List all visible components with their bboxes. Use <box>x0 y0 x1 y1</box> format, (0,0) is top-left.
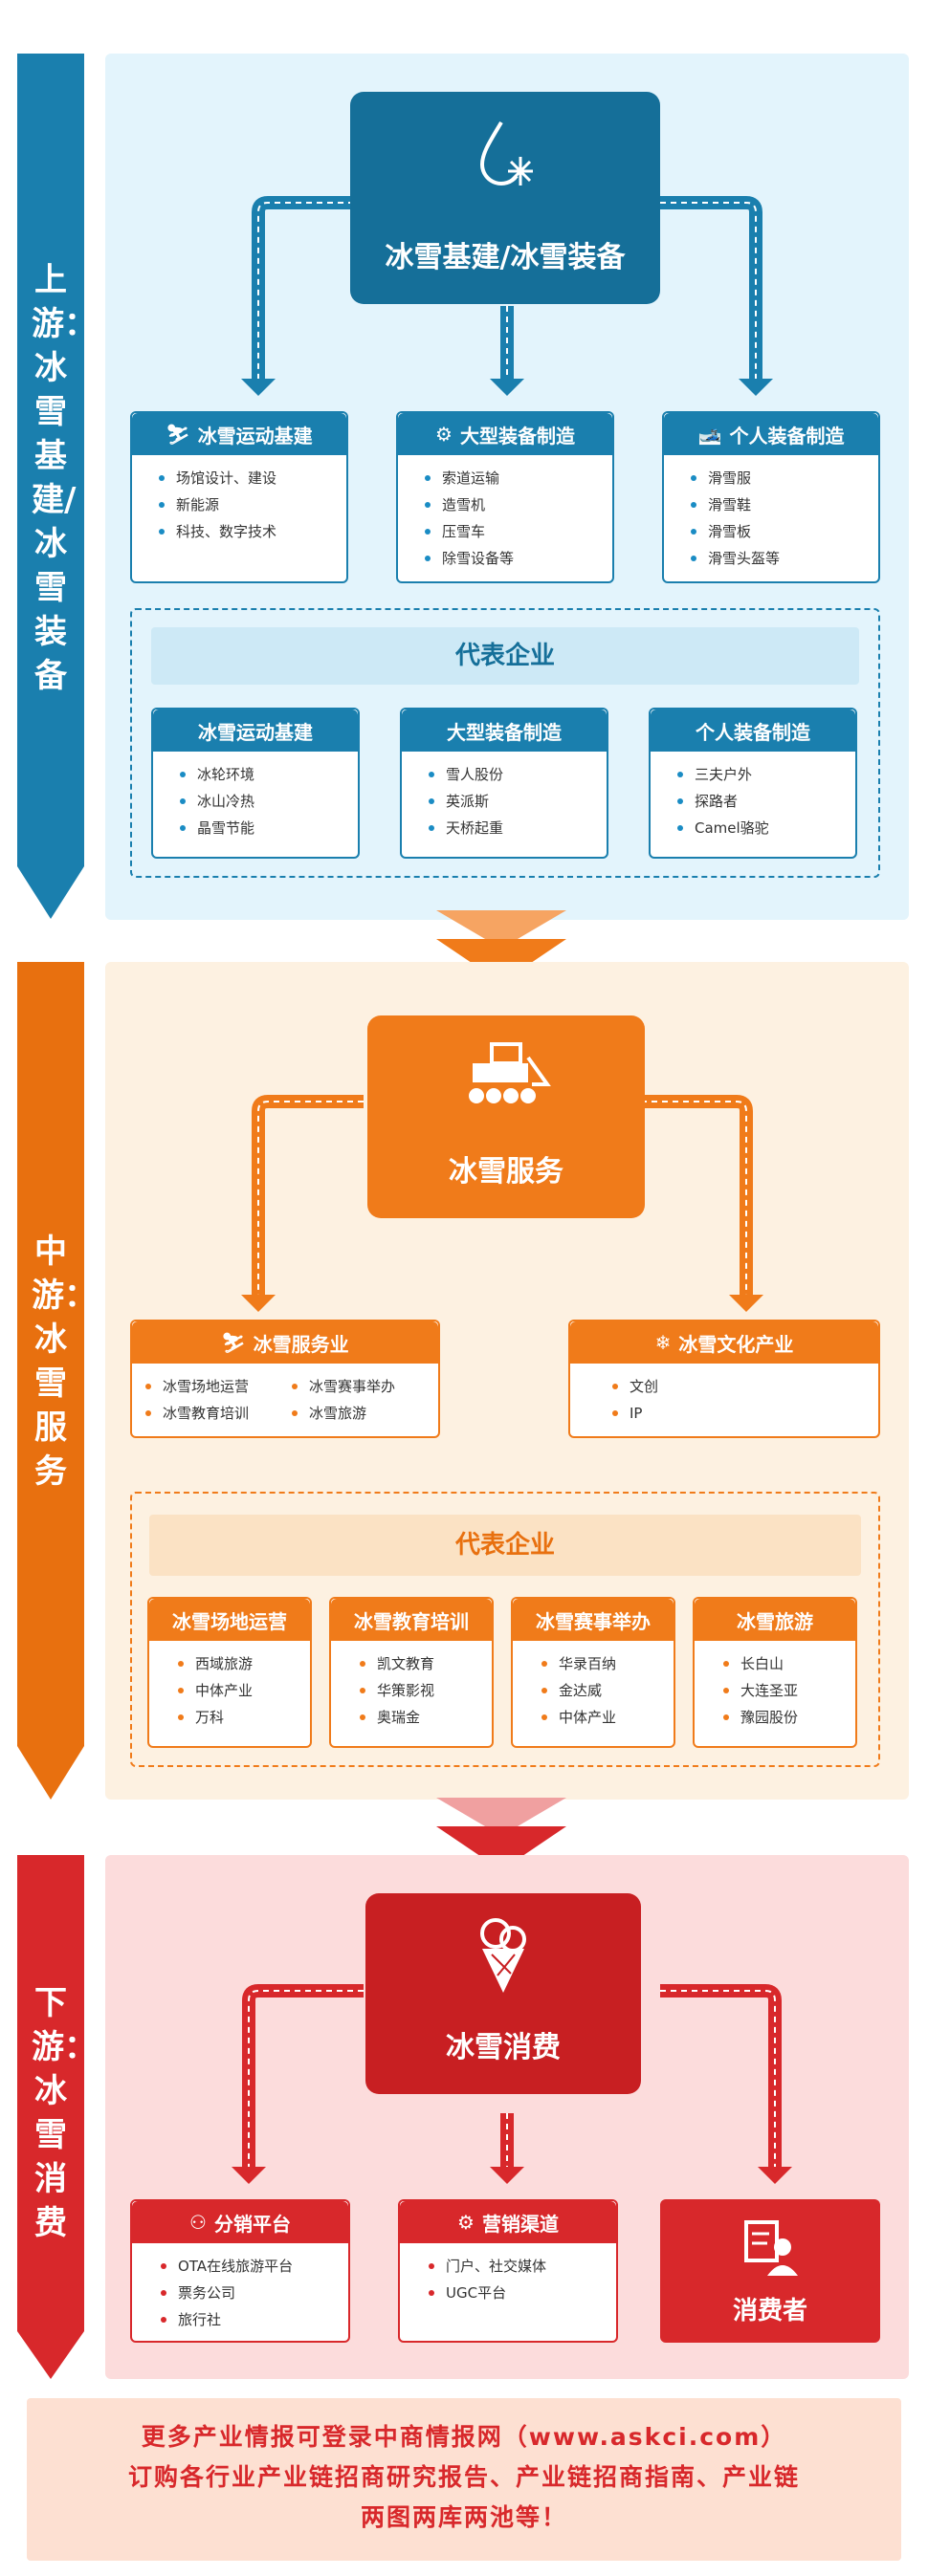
midstream-card-service: ⛷冰雪服务业 冰雪场地运营 冰雪赛事举办 冰雪教育培训 冰雪旅游 <box>130 1320 440 1438</box>
downstream-card-marketing: ⚙营销渠道 门户、社交媒体 UGC平台 <box>398 2199 618 2343</box>
consumer-label: 消费者 <box>732 2297 807 2325</box>
midstream-connectors <box>241 1095 763 1312</box>
list-item: 冰雪旅游 <box>292 1400 438 1427</box>
flow-arrow-upstream-to-midstream <box>436 910 566 983</box>
downstream-connectors <box>232 1984 792 2184</box>
upstream-side-arrow <box>17 54 84 919</box>
list-item: UGC平台 <box>429 2280 616 2306</box>
list-item: 天桥起重 <box>429 815 607 841</box>
list-item: 滑雪头盔等 <box>691 545 878 572</box>
midstream-hub-title: 冰雪服务 <box>449 1155 563 1189</box>
list-item: 压雪车 <box>425 518 612 545</box>
list-item: IP <box>612 1400 878 1427</box>
list-item: 大连圣亚 <box>723 1677 855 1704</box>
list-item: 文创 <box>612 1373 878 1400</box>
footer-line-1: 更多产业情报可登录中商情报网（www.askci.com） <box>141 2423 787 2451</box>
list-item: 旅行社 <box>161 2306 348 2333</box>
list-item: 造雪机 <box>425 491 612 518</box>
list-item: 冰雪场地运营 <box>145 1373 292 1400</box>
upstream-connectors <box>241 196 773 396</box>
list-item: Camel骆驼 <box>677 815 855 841</box>
upstream-rep-card-3: 个人装备制造 三夫户外 探路者 Camel骆驼 <box>649 708 857 859</box>
ice-cream-icon <box>480 1918 526 1993</box>
midstream-rep-card-3: 冰雪赛事举办 华录百纳 金达威 中体产业 <box>511 1597 675 1748</box>
downstream-card-distribution: ⚇分销平台 OTA在线旅游平台 票务公司 旅行社 <box>130 2199 350 2343</box>
list-item: 冰轮环境 <box>180 761 358 788</box>
upstream-card-large-equipment: ⚙大型装备制造 索道运输 造雪机 压雪车 除雪设备等 <box>396 411 614 583</box>
downstream-hub-title: 冰雪消费 <box>446 2031 561 2064</box>
list-item: 场馆设计、建设 <box>159 465 346 491</box>
list-item: 长白山 <box>723 1650 855 1677</box>
midstream-side-arrow <box>17 962 84 1800</box>
list-item: 西域旅游 <box>178 1650 310 1677</box>
water-drop-snowflake-icon <box>479 120 533 186</box>
list-item: 滑雪板 <box>691 518 878 545</box>
list-item: 华策影视 <box>360 1677 492 1704</box>
midstream-side-label: 中游：冰雪服务 <box>32 1233 97 1491</box>
list-item: 中体产业 <box>541 1704 674 1731</box>
upstream-card-infrastructure: ⛷冰雪运动基建 场馆设计、建设 新能源 科技、数字技术 <box>130 411 348 583</box>
midstream-card-culture: ❄冰雪文化产业 文创 IP <box>568 1320 880 1438</box>
midstream-rep-title: 代表企业 <box>149 1515 861 1576</box>
upstream-hub-title: 冰雪基建/冰雪装备 <box>385 241 626 274</box>
gear-icon: ⚙ <box>435 423 453 446</box>
flow-arrow-midstream-to-downstream <box>436 1798 566 1870</box>
midstream-rep-card-2: 冰雪教育培训 凯文教育 华策影视 奥瑞金 <box>329 1597 494 1748</box>
list-item: 冰山冷热 <box>180 788 358 815</box>
list-item: 英派斯 <box>429 788 607 815</box>
list-item: 冰雪赛事举办 <box>292 1373 438 1400</box>
skier-icon: ⛷ <box>166 423 190 446</box>
list-item: 奥瑞金 <box>360 1704 492 1731</box>
list-item: 除雪设备等 <box>425 545 612 572</box>
list-item: 新能源 <box>159 491 346 518</box>
downstream-card-consumer: 消费者 <box>660 2199 880 2343</box>
upstream-rep-card-2: 大型装备制造 雪人股份 英派斯 天桥起重 <box>400 708 608 859</box>
skier-icon: ⛷ <box>221 1331 246 1354</box>
skier-person-icon: 🎿 <box>697 423 722 446</box>
footer-banner: 更多产业情报可登录中商情报网（www.askci.com） 订购各行业产业链招商… <box>27 2398 901 2561</box>
upstream-rep-card-1: 冰雪运动基建 冰轮环境 冰山冷热 晶雪节能 <box>151 708 360 859</box>
list-item: 冰雪教育培训 <box>145 1400 292 1427</box>
list-item: 索道运输 <box>425 465 612 491</box>
list-item: 万科 <box>178 1704 310 1731</box>
network-icon: ⚇ <box>189 2211 207 2234</box>
upstream-side-label: 上游：冰雪基建/冰雪装备 <box>32 261 97 695</box>
downstream-side-arrow <box>17 1855 84 2379</box>
midstream-rep-box <box>130 1492 880 1767</box>
footer-line-2: 订购各行业产业链招商研究报告、产业链招商指南、产业链 <box>127 2463 800 2491</box>
list-item: 中体产业 <box>178 1677 310 1704</box>
list-item: 金达威 <box>541 1677 674 1704</box>
channel-icon: ⚙ <box>457 2211 475 2234</box>
list-item: 票务公司 <box>161 2280 348 2306</box>
list-item: 滑雪鞋 <box>691 491 878 518</box>
list-item: 科技、数字技术 <box>159 518 346 545</box>
snow-groomer-icon <box>469 1042 551 1103</box>
snowflake-icon: ❄ <box>654 1331 672 1354</box>
midstream-rep-card-1: 冰雪场地运营 西域旅游 中体产业 万科 <box>147 1597 312 1748</box>
list-item: 探路者 <box>677 788 855 815</box>
list-item: 晶雪节能 <box>180 815 358 841</box>
upstream-rep-box <box>130 608 880 878</box>
list-item: 雪人股份 <box>429 761 607 788</box>
list-item: OTA在线旅游平台 <box>161 2253 348 2280</box>
consumer-icon <box>744 2220 798 2276</box>
list-item: 门户、社交媒体 <box>429 2253 616 2280</box>
list-item: 凯文教育 <box>360 1650 492 1677</box>
footer-line-3: 两图两库两池等！ <box>360 2503 567 2531</box>
upstream-rep-title: 代表企业 <box>151 627 859 685</box>
downstream-side-label: 下游：冰雪消费 <box>32 1984 97 2242</box>
list-item: 滑雪服 <box>691 465 878 491</box>
list-item: 豫园股份 <box>723 1704 855 1731</box>
upstream-card-personal-equipment: 🎿个人装备制造 滑雪服 滑雪鞋 滑雪板 滑雪头盔等 <box>662 411 880 583</box>
upstream-hub: 冰雪基建/冰雪装备 <box>350 92 660 304</box>
downstream-hub: 冰雪消费 <box>365 1893 641 2094</box>
list-item: 三夫户外 <box>677 761 855 788</box>
list-item: 华录百纳 <box>541 1650 674 1677</box>
midstream-hub: 冰雪服务 <box>367 1015 645 1218</box>
midstream-rep-card-4: 冰雪旅游 长白山 大连圣亚 豫园股份 <box>693 1597 857 1748</box>
